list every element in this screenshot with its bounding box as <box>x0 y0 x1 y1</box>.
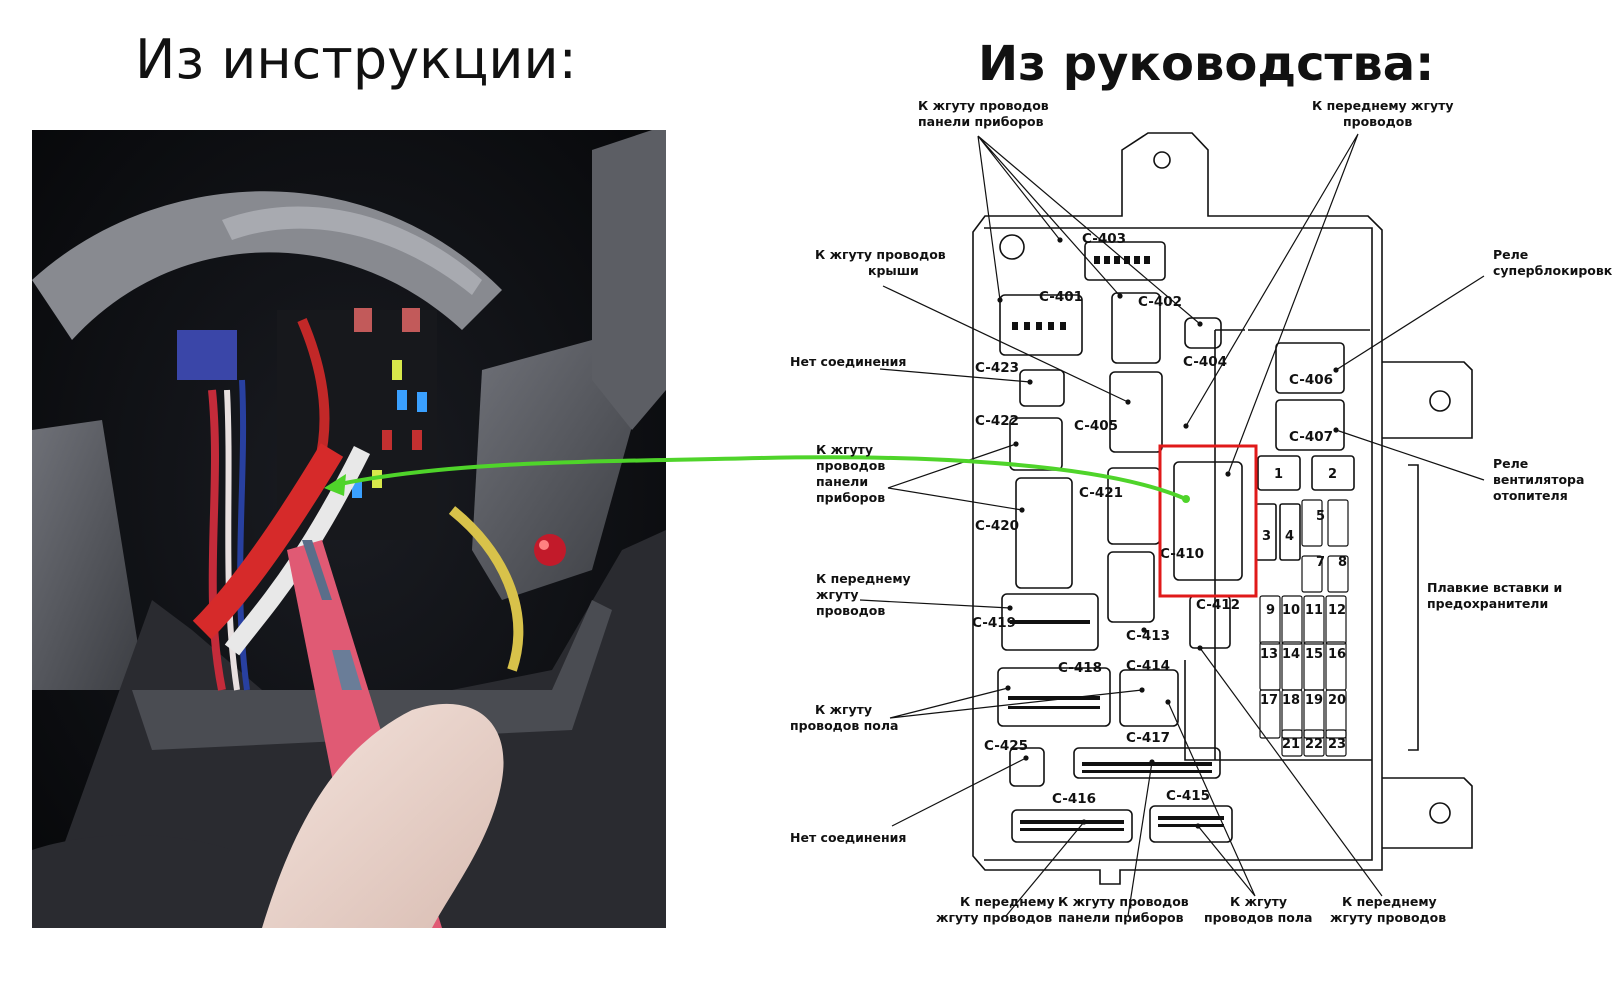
callout-panel-top-2: панели приборов <box>918 114 1044 129</box>
instruction-photo <box>32 130 666 928</box>
callout-bottom-panel-1: К жгуту проводов <box>1058 894 1189 909</box>
callout-floor-left-1: К жгуту <box>815 702 872 717</box>
fuse-number: 21 <box>1282 737 1300 752</box>
callout-fuses-2: предохранители <box>1427 596 1548 611</box>
connector-c415: C-415 <box>1166 788 1210 804</box>
connector-c423: C-423 <box>975 360 1019 376</box>
fuse-number: 19 <box>1305 693 1323 708</box>
callout-floor-left-2: проводов пола <box>790 718 898 733</box>
callout-panel-mid-4: приборов <box>816 490 885 505</box>
fuse-number: 5 <box>1316 509 1325 524</box>
callout-panel-mid-1: К жгуту <box>816 442 873 457</box>
callout-front-top-1: К переднему жгуту <box>1312 98 1454 113</box>
callout-roof-1: К жгуту проводов <box>815 247 946 262</box>
connector-c417: C-417 <box>1126 730 1170 746</box>
right-title: Из руководства: <box>978 36 1435 92</box>
arrow-tail-dot <box>1182 495 1190 503</box>
fuse-number: 4 <box>1285 529 1294 544</box>
callout-bottom-front-2: жгуту проводов <box>936 910 1052 925</box>
callout-fuses-1: Плавкие вставки и <box>1427 580 1562 595</box>
callout-bottom-front-1: К переднему <box>960 894 1055 909</box>
callout-front-left-3: проводов <box>816 603 885 618</box>
fuse-number: 14 <box>1282 647 1300 662</box>
fuse-number: 1 <box>1274 467 1283 482</box>
connector-c420: C-420 <box>975 518 1019 534</box>
fuse-number: 7 <box>1316 555 1325 570</box>
connector-c405: C-405 <box>1074 418 1118 434</box>
callout-front-left-1: К переднему <box>816 571 911 586</box>
callout-bottom-floor-1: К жгуту <box>1230 894 1287 909</box>
callout-no-connection-1: Нет соединения <box>790 354 906 369</box>
fuse-number: 17 <box>1260 693 1278 708</box>
callout-relay-super-1: Реле <box>1493 247 1528 262</box>
callout-panel-mid-3: панели <box>816 474 868 489</box>
callout-relay-fan-3: отопителя <box>1493 488 1568 503</box>
left-title: Из инструкции: <box>135 28 577 91</box>
callout-relay-fan-1: Реле <box>1493 456 1528 471</box>
connector-c407: C-407 <box>1289 429 1333 445</box>
fuse-number: 23 <box>1328 737 1346 752</box>
fuse-number: 18 <box>1282 693 1300 708</box>
connector-c414: C-414 <box>1126 658 1170 674</box>
callout-no-connection-2: Нет соединения <box>790 830 906 845</box>
fuse-number: 15 <box>1305 647 1323 662</box>
callout-bottom-floor-2: проводов пола <box>1204 910 1312 925</box>
fuse-number: 9 <box>1266 603 1275 618</box>
highlight-box <box>1158 444 1258 598</box>
connector-c402: C-402 <box>1138 294 1182 310</box>
fuse-number: 3 <box>1262 529 1271 544</box>
connector-c404: C-404 <box>1183 354 1227 370</box>
connector-c416: C-416 <box>1052 791 1096 807</box>
connector-c422: C-422 <box>975 413 1019 429</box>
fuse-number: 10 <box>1282 603 1300 618</box>
callout-bottom-front-r1: К переднему <box>1342 894 1437 909</box>
fuse-number: 12 <box>1328 603 1346 618</box>
connector-c413: C-413 <box>1126 628 1170 644</box>
connector-c406: C-406 <box>1289 372 1333 388</box>
callout-relay-fan-2: вентилятора <box>1493 472 1584 487</box>
callout-front-top-2: проводов <box>1343 114 1412 129</box>
connector-c412: C-412 <box>1196 597 1240 613</box>
callout-roof-2: крыши <box>868 263 919 278</box>
fuse-number: 13 <box>1260 647 1278 662</box>
callout-bottom-front-r2: жгуту проводов <box>1330 910 1446 925</box>
connector-c425: C-425 <box>984 738 1028 754</box>
connector-c401: C-401 <box>1039 289 1083 305</box>
callout-front-left-2: жгуту <box>816 587 859 602</box>
connector-c419: C-419 <box>972 615 1016 631</box>
fuse-number: 11 <box>1305 603 1323 618</box>
fuse-number: 20 <box>1328 693 1346 708</box>
fuse-number: 8 <box>1338 555 1347 570</box>
connector-c418: C-418 <box>1058 660 1102 676</box>
callout-relay-super-2: суперблокировки <box>1493 263 1613 278</box>
connector-c403: C-403 <box>1082 231 1126 247</box>
fuse-number: 2 <box>1328 467 1337 482</box>
fuse-number: 22 <box>1305 737 1323 752</box>
connector-c410: C-410 <box>1160 546 1204 562</box>
connector-c421: C-421 <box>1079 485 1123 501</box>
fuse-number: 16 <box>1328 647 1346 662</box>
callout-panel-mid-2: проводов <box>816 458 885 473</box>
callout-panel-top-1: К жгуту проводов <box>918 98 1049 113</box>
callout-bottom-panel-2: панели приборов <box>1058 910 1184 925</box>
